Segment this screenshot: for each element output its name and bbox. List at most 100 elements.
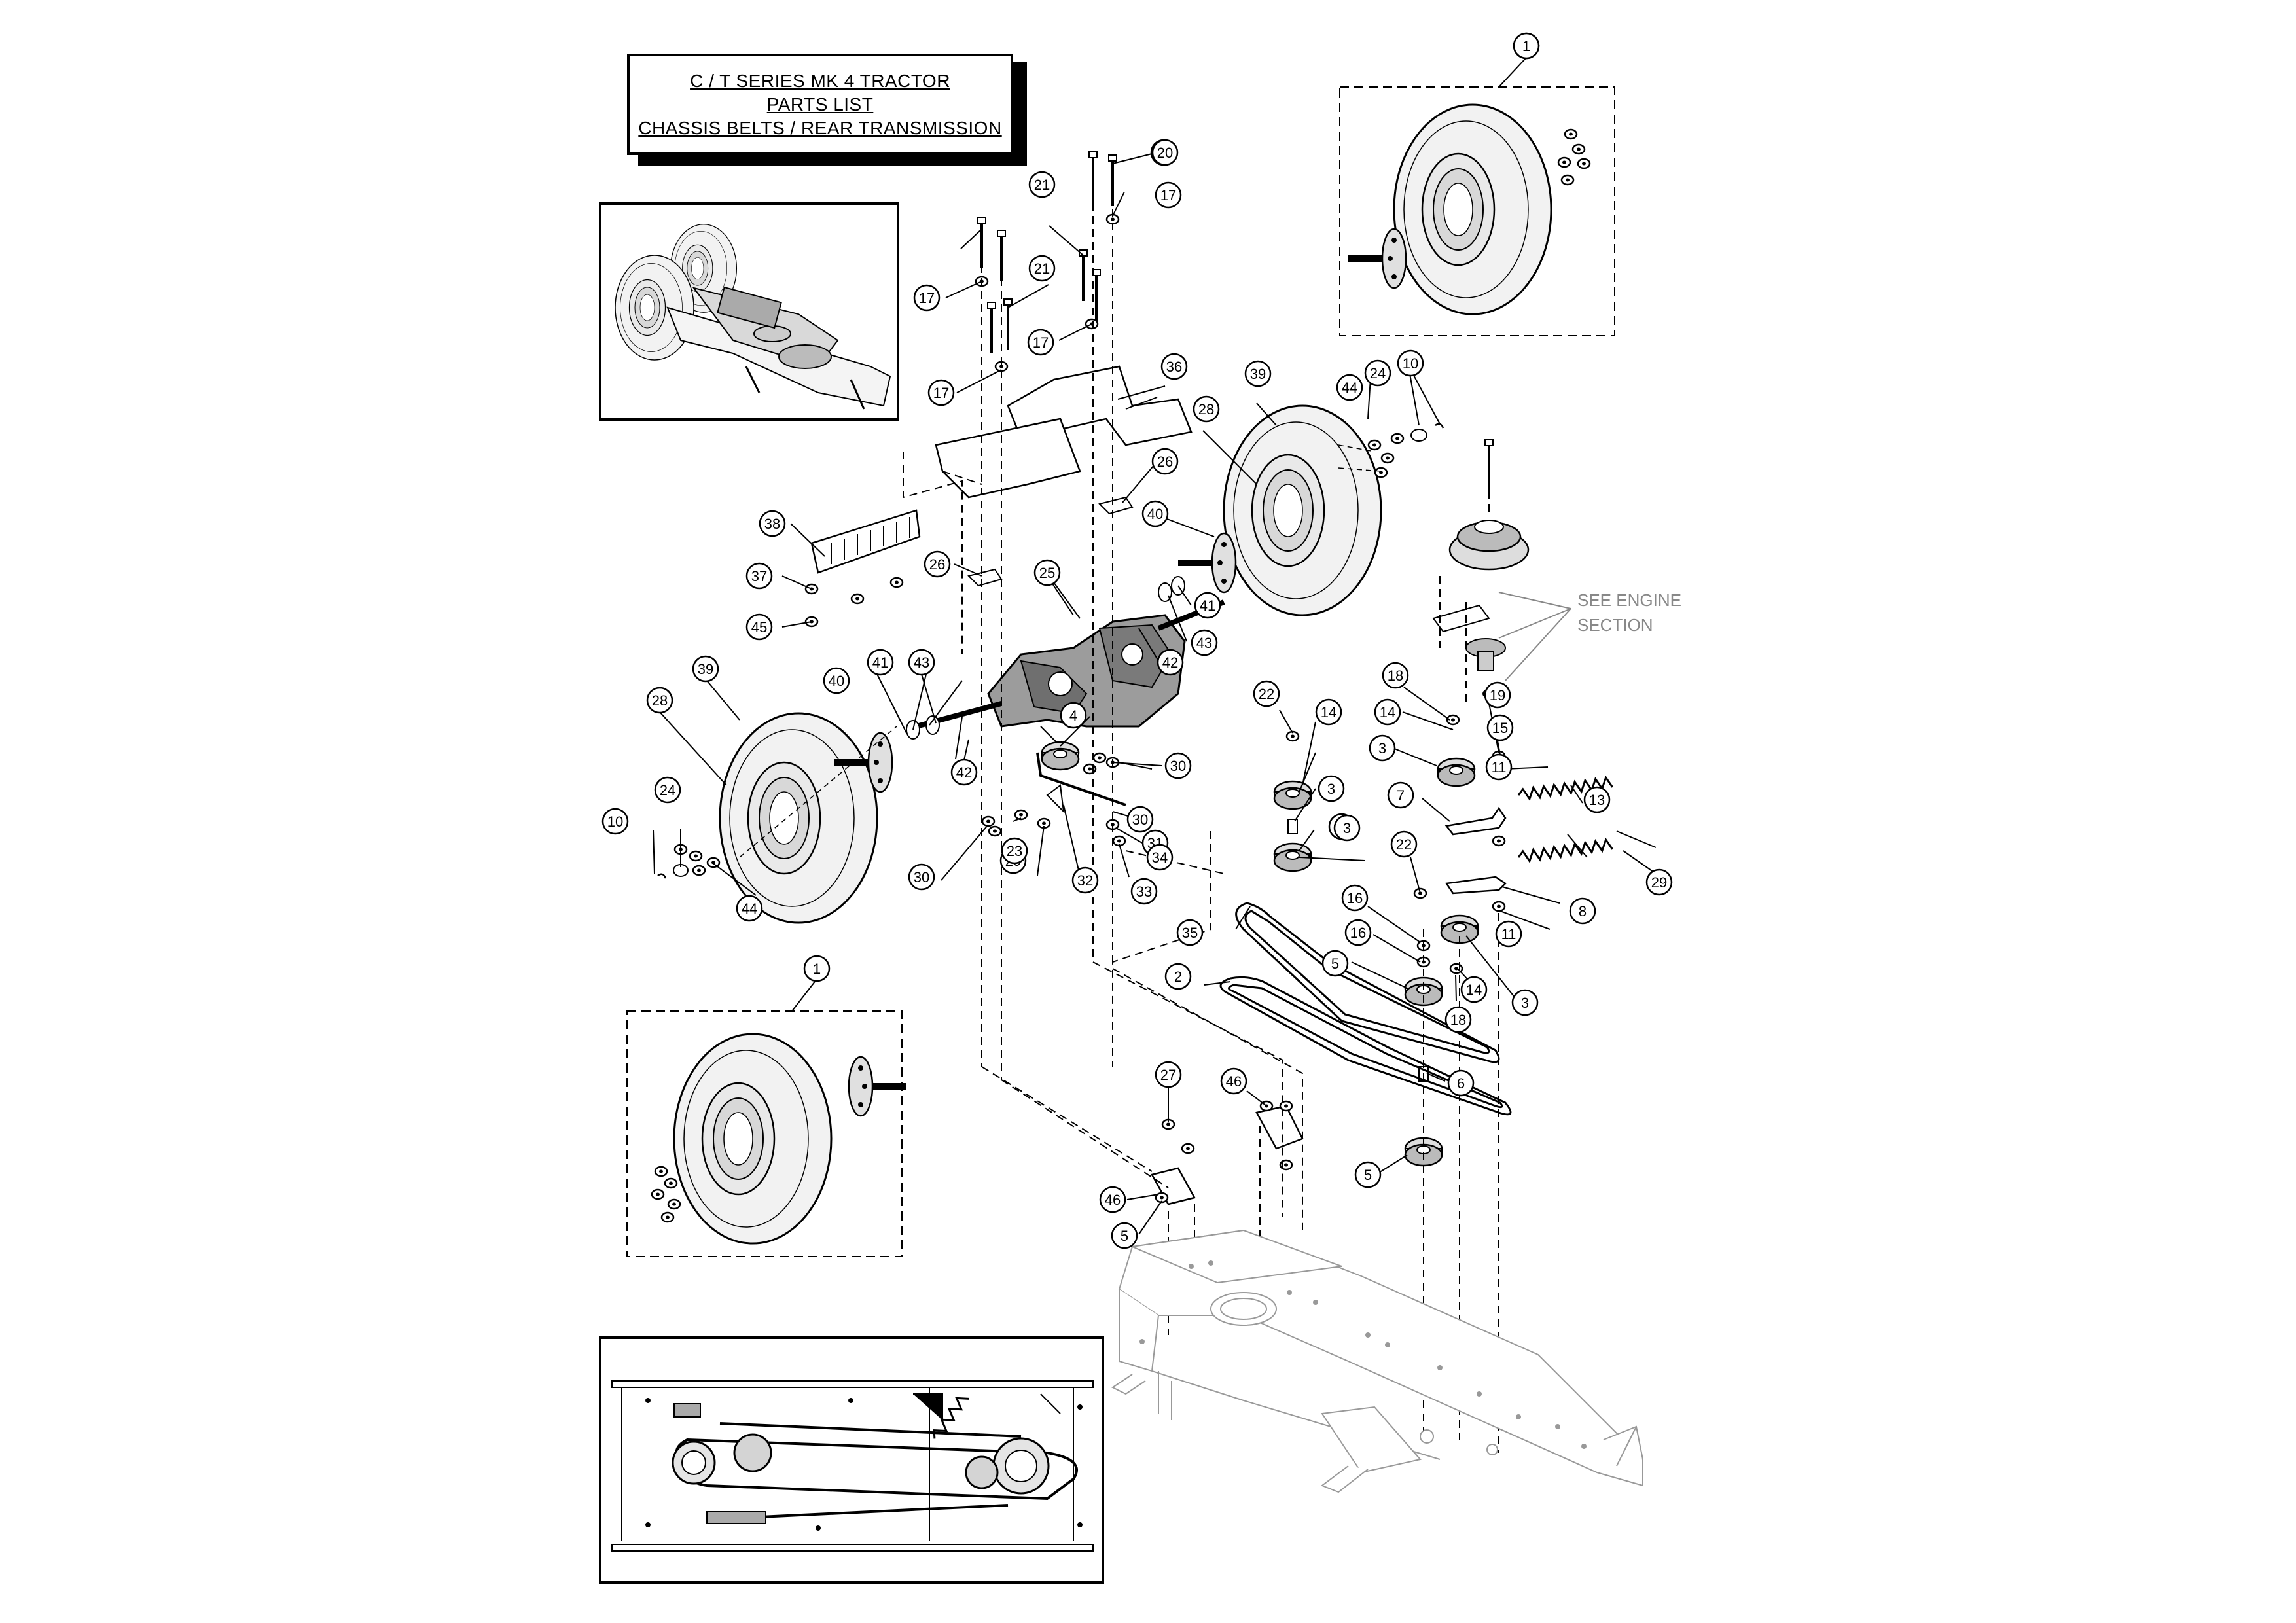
- callout-label: 17: [933, 385, 949, 401]
- callout-label: 7: [1397, 787, 1405, 804]
- callout-circle: [1028, 171, 1056, 198]
- callout-circle: [1155, 1061, 1182, 1088]
- callout-42: 42: [950, 758, 978, 786]
- callout-circle: [927, 379, 955, 406]
- callout-label: 30: [1132, 812, 1148, 828]
- callout-circle: [745, 562, 773, 590]
- chassis-frame: [1111, 1229, 1643, 1493]
- callout-circle: [1511, 989, 1539, 1016]
- callout-circle: [1354, 1161, 1382, 1188]
- title-line-3: CHASSIS BELTS / REAR TRANSMISSION: [638, 117, 1002, 138]
- callout-circle: [823, 667, 850, 694]
- callout-43: 43: [1191, 629, 1218, 656]
- callout-label: 34: [1152, 849, 1168, 866]
- callout-circle: [908, 649, 935, 676]
- callout-19: 19: [1484, 681, 1511, 709]
- callout-1: 1: [1513, 32, 1540, 60]
- callout-label: 43: [914, 654, 929, 671]
- callout-label: 41: [1200, 597, 1215, 614]
- callout-circle: [1155, 181, 1182, 209]
- right-rear-wheel: [1178, 402, 1444, 616]
- wheel-assembly-bottom-left: [626, 978, 906, 1257]
- wheel-assembly-top-right: [1339, 57, 1615, 336]
- callout-circle: [1583, 786, 1611, 813]
- brackets-and-plates: [810, 365, 1614, 1205]
- callout-3: 3: [1333, 814, 1361, 842]
- callout-circle: [803, 955, 831, 982]
- callout-circle: [1484, 681, 1511, 709]
- callout-3: 3: [1318, 775, 1345, 802]
- callout-35: 35: [1176, 919, 1204, 946]
- callout-circle: [1315, 698, 1342, 726]
- callout-46: 46: [1099, 1186, 1126, 1213]
- callout-circle: [1513, 32, 1540, 60]
- callout-label: 22: [1396, 836, 1412, 853]
- callout-label: 44: [1342, 380, 1357, 396]
- callout-circle: [1099, 1186, 1126, 1213]
- callout-17: 17: [1027, 329, 1054, 356]
- callout-37: 37: [745, 562, 773, 590]
- callout-label: 46: [1226, 1073, 1242, 1090]
- inset-belt-routing-top-view: [599, 1336, 1104, 1584]
- callout-circle: [1027, 329, 1054, 356]
- callout-3: 3: [1369, 734, 1396, 762]
- callout-circle: [1151, 139, 1179, 166]
- callout-circle: [1193, 395, 1220, 423]
- callout-11: 11: [1485, 753, 1513, 781]
- callout-46: 46: [1220, 1067, 1247, 1095]
- callout-circle: [1164, 963, 1192, 990]
- callout-28: 28: [1193, 395, 1220, 423]
- callout-circle: [1341, 884, 1369, 912]
- callout-circle: [1151, 448, 1179, 475]
- callout-circle: [950, 758, 978, 786]
- callout-label: 16: [1350, 925, 1366, 941]
- callout-27: 27: [1155, 1061, 1182, 1088]
- callout-25: 25: [1033, 559, 1061, 586]
- callout-6: 6: [1447, 1069, 1475, 1097]
- callout-45: 45: [745, 613, 773, 641]
- callout-4: 4: [1060, 702, 1087, 729]
- callout-label: 24: [660, 782, 675, 798]
- callout-circle: [924, 550, 951, 578]
- callout-label: 17: [1160, 187, 1176, 204]
- callout-43: 43: [908, 649, 935, 676]
- callout-circle: [1160, 353, 1188, 380]
- callout-label: 42: [1162, 654, 1178, 671]
- callout-circle: [1194, 592, 1221, 619]
- callout-label: 14: [1321, 704, 1336, 721]
- callout-38: 38: [759, 510, 786, 537]
- callout-label: 21: [1034, 177, 1050, 193]
- callout-label: 18: [1450, 1012, 1466, 1028]
- callout-44: 44: [736, 895, 763, 922]
- callout-22: 22: [1390, 830, 1418, 858]
- callout-11: 11: [1495, 920, 1522, 948]
- callout-21: 21: [1028, 171, 1056, 198]
- callout-label: 26: [929, 556, 945, 573]
- callout-label: 26: [1157, 454, 1173, 470]
- callout-circle: [1164, 752, 1192, 779]
- callout-circle: [1344, 919, 1372, 946]
- callout-label: 2: [1174, 969, 1182, 985]
- callout-circle: [1486, 714, 1514, 741]
- callout-circle: [601, 808, 629, 835]
- callout-1: 1: [803, 955, 831, 982]
- callout-24: 24: [1364, 359, 1391, 387]
- callout-44: 44: [1336, 374, 1363, 401]
- callout-label: 5: [1331, 955, 1339, 972]
- callout-22: 22: [1253, 680, 1280, 707]
- callout-17: 17: [927, 379, 955, 406]
- callout-10: 10: [601, 808, 629, 835]
- callout-label: 17: [1033, 334, 1049, 351]
- callout-label: 18: [1388, 668, 1403, 684]
- callout-label: 40: [829, 673, 844, 689]
- callout-circle: [1033, 559, 1061, 586]
- callout-5: 5: [1354, 1161, 1382, 1188]
- callout-32: 32: [1071, 866, 1099, 894]
- callout-circle: [1130, 878, 1158, 905]
- callout-label: 5: [1364, 1167, 1372, 1183]
- callout-circle: [908, 863, 935, 891]
- callout-label: 33: [1136, 883, 1152, 900]
- callout-circle: [1369, 734, 1396, 762]
- title-line-1: C / T SERIES MK 4 TRACTOR: [690, 70, 950, 91]
